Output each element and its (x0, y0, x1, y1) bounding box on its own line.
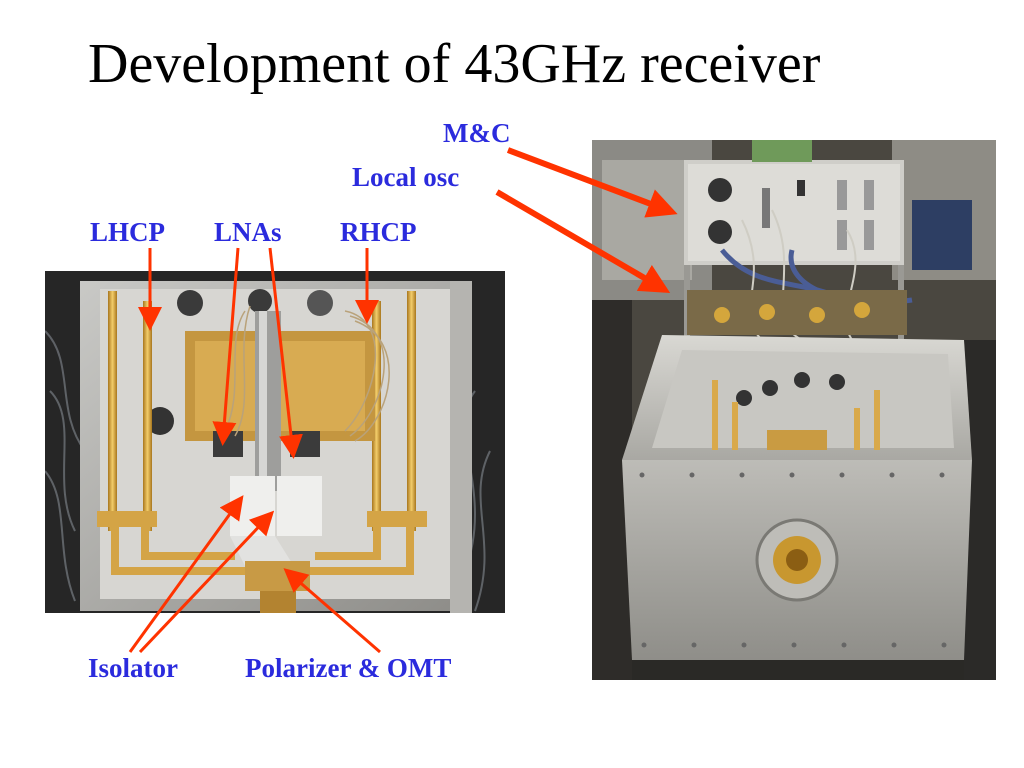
label-local-osc: Local osc (352, 162, 460, 192)
label-isolator: Isolator (88, 653, 178, 683)
label-mc: M&C (443, 118, 511, 148)
label-polarizer-omt: Polarizer & OMT (245, 653, 452, 683)
receiver-assembly-photo (592, 140, 996, 680)
label-rhcp: RHCP (340, 217, 417, 247)
slide-title: Development of 43GHz receiver (88, 33, 821, 95)
receiver-interior-photo (45, 271, 505, 613)
label-lhcp: LHCP (90, 217, 166, 247)
label-lnas: LNAs (214, 217, 282, 247)
